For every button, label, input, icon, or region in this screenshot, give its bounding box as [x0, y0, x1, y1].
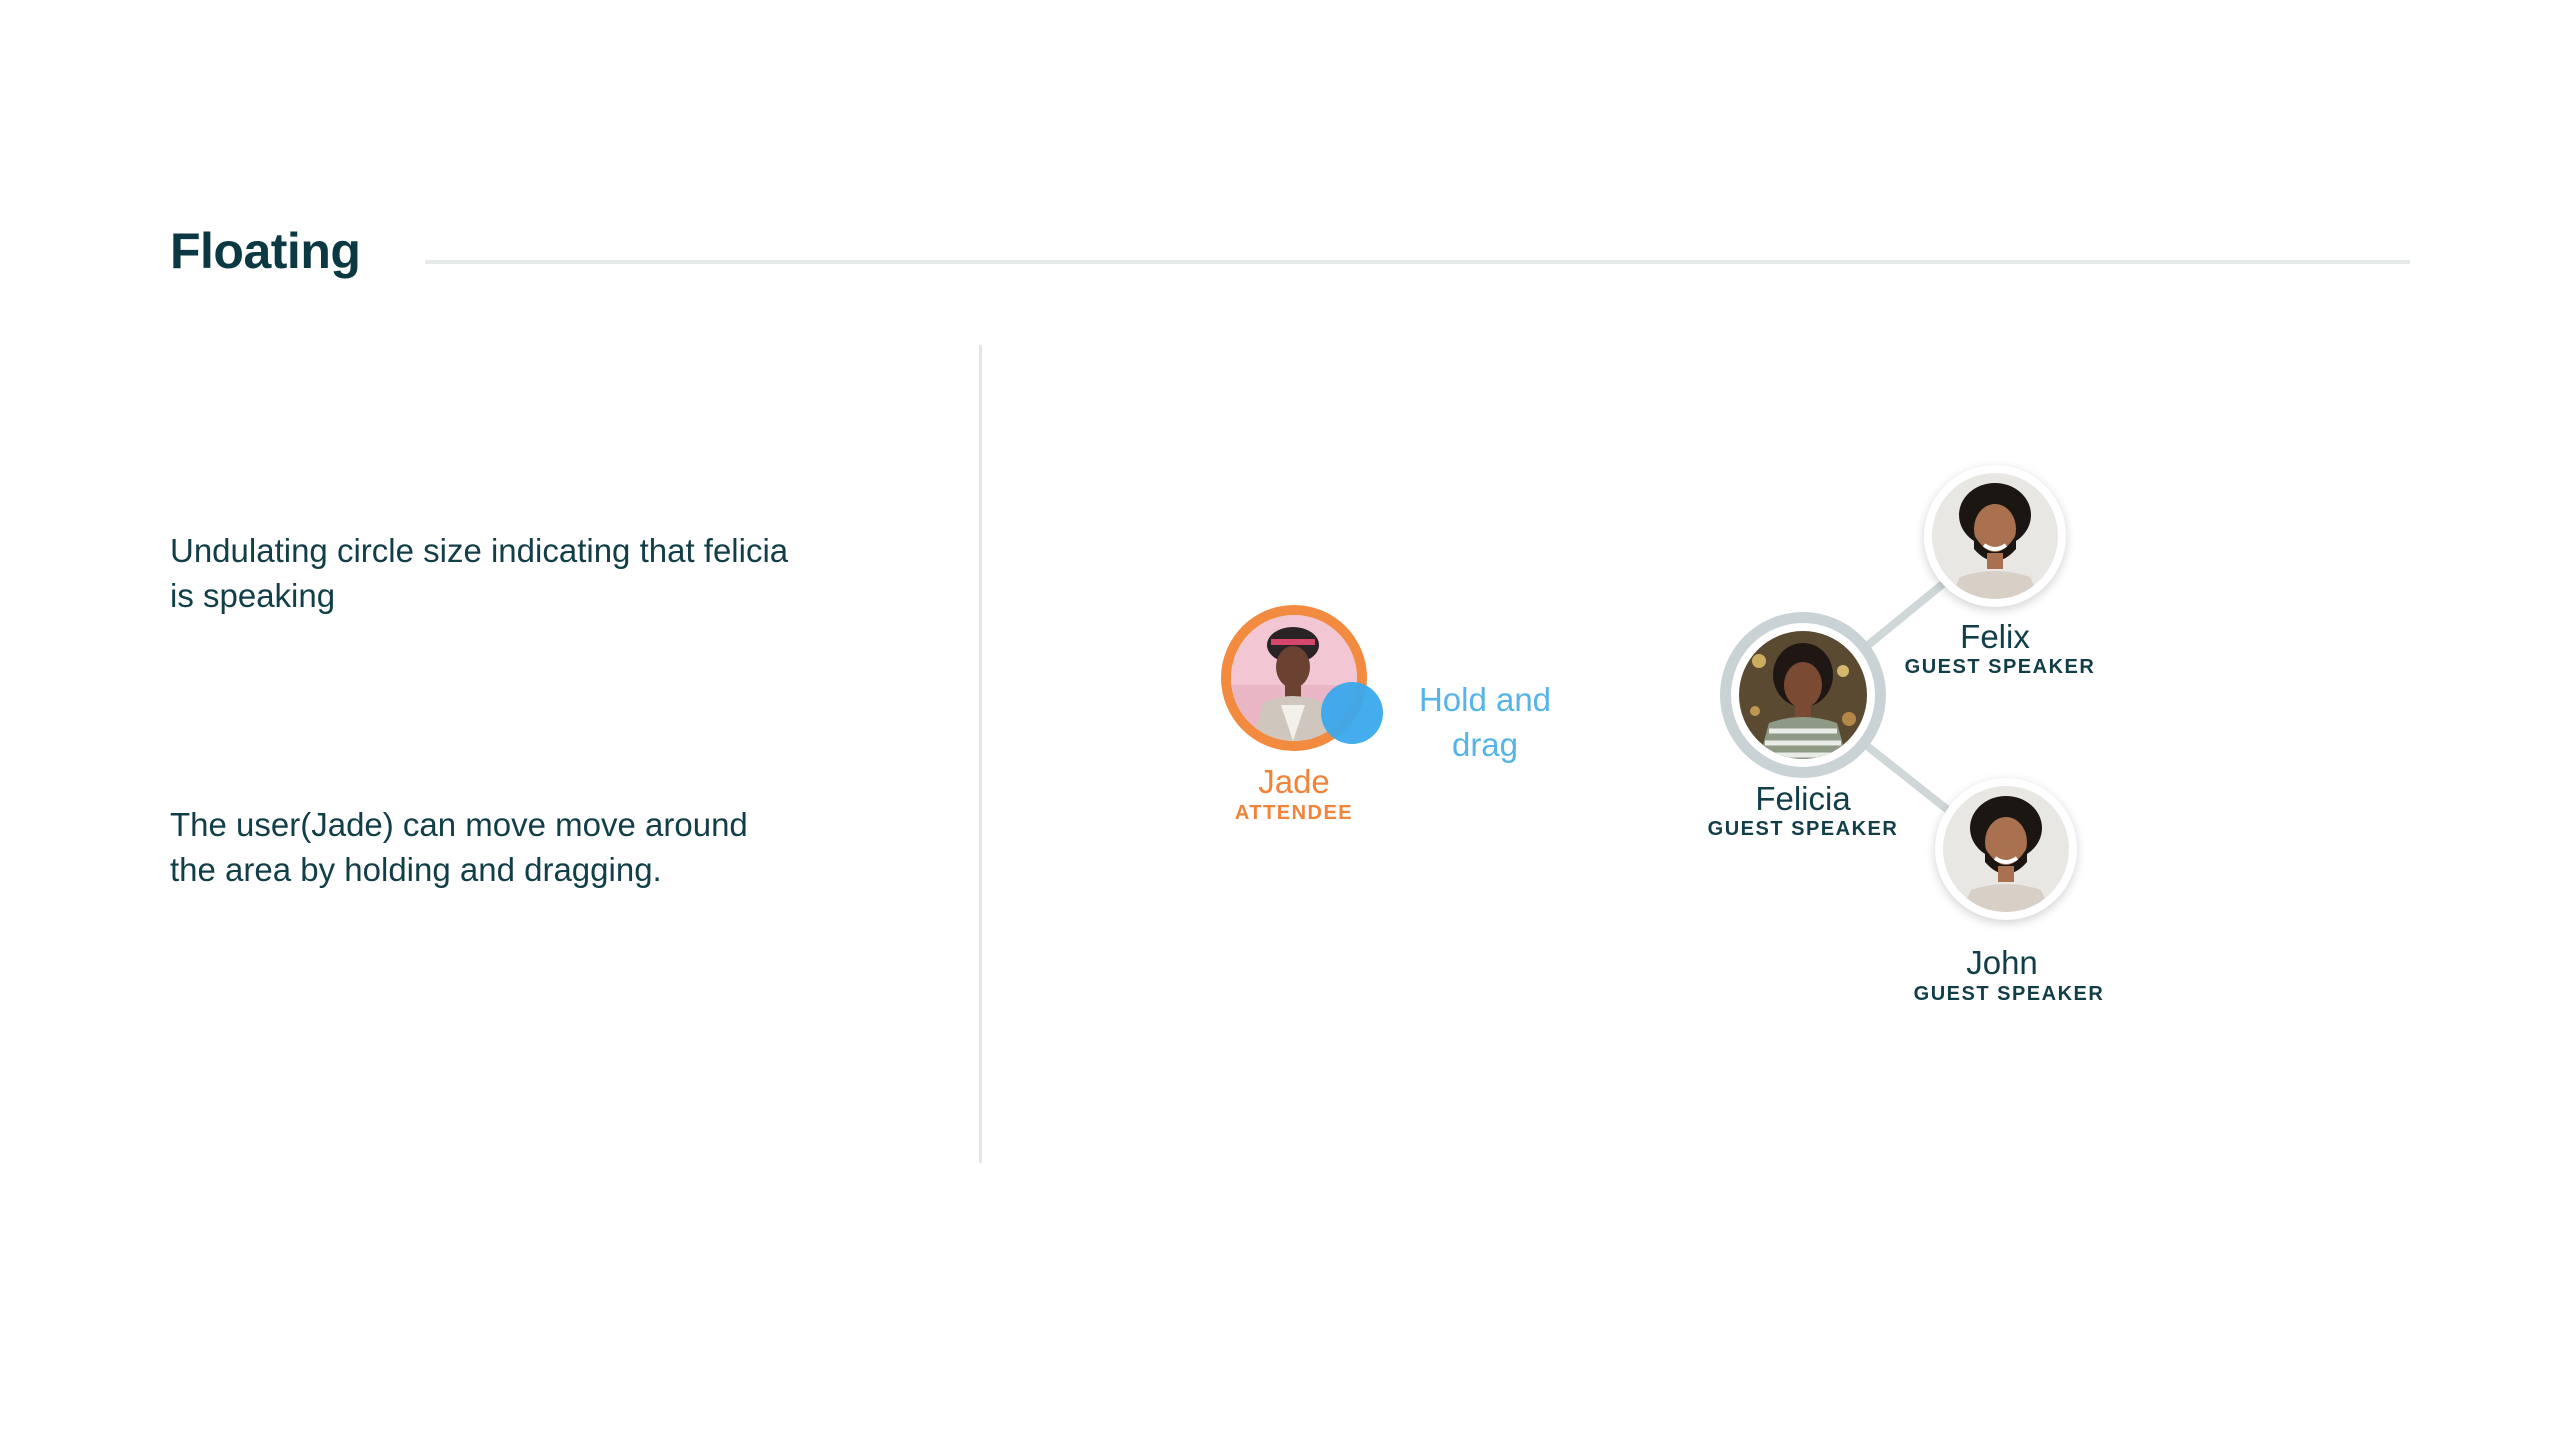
description-dragging: The user(Jade) can move move around the …: [170, 806, 748, 888]
felix-role: GUEST SPEAKER: [1904, 656, 2096, 678]
connector-felicia-john: [1858, 738, 1962, 822]
felicia-name: Felicia: [1755, 780, 1851, 817]
felix-avatar[interactable]: [1932, 473, 2058, 599]
john-role: GUEST SPEAKER: [1913, 983, 2105, 1005]
jade-role: ATTENDEE: [1234, 802, 1354, 824]
hold-and-drag-hint: Hold and drag: [1418, 681, 1552, 763]
vertical-divider: [979, 345, 982, 1163]
felicia-role: GUEST SPEAKER: [1707, 818, 1899, 840]
john-avatar[interactable]: [1943, 786, 2069, 912]
john-name: John: [1966, 944, 2038, 981]
jade-name: Jade: [1258, 763, 1330, 800]
section-title: Floating: [170, 223, 361, 279]
felix-name: Felix: [1960, 618, 2030, 655]
felicia-avatar[interactable]: [1739, 631, 1867, 759]
drag-handle[interactable]: [1321, 682, 1383, 744]
description-speaking: Undulating circle size indicating that f…: [170, 532, 789, 614]
title-divider: [425, 260, 2410, 264]
